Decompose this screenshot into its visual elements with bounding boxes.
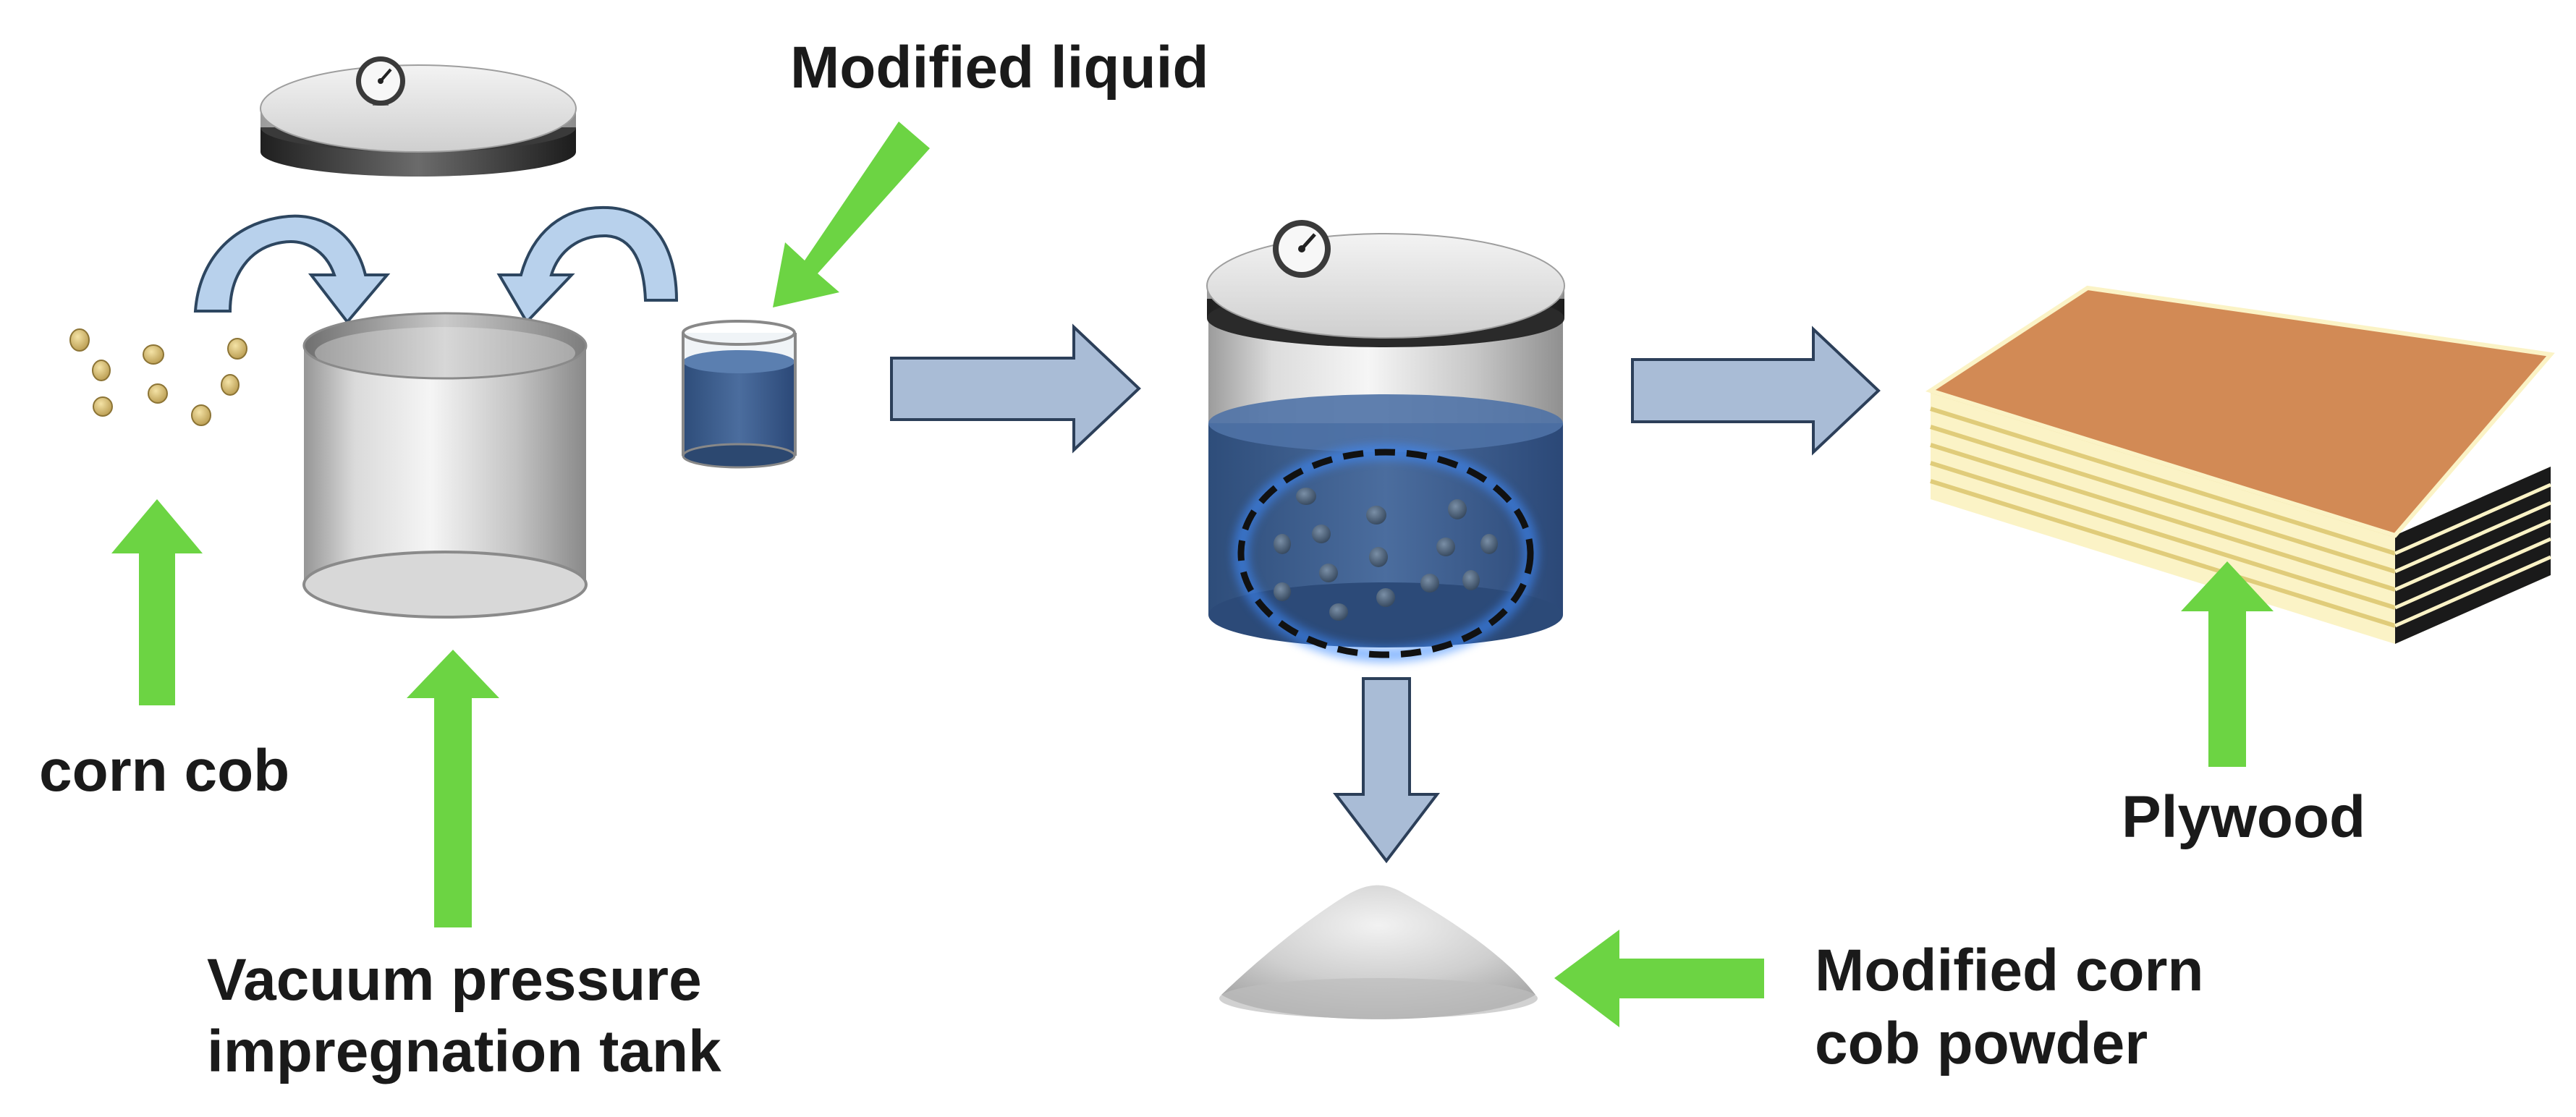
label-tank-line2: impregnation tank [207, 1019, 721, 1084]
green-arrow-tank [407, 650, 499, 927]
open-lid [260, 56, 577, 177]
open-tank [302, 312, 588, 619]
flow-arrow-1 [890, 323, 1141, 454]
beaker-icon [682, 320, 797, 469]
powder-pile-icon [1219, 885, 1538, 1019]
label-plywood: Plywood [2122, 784, 2366, 850]
curved-arrow-left [193, 214, 391, 325]
green-arrow-powder [1554, 930, 1764, 1027]
flow-arrow-2 [1631, 326, 1881, 456]
green-arrow-corn-cob [111, 499, 203, 705]
green-arrow-modified-liquid [773, 122, 930, 307]
corn-cob-icon [69, 328, 247, 426]
immersed-corn-cob [1274, 488, 1498, 621]
pressure-gauge-icon [356, 56, 405, 106]
flow-arrow-down [1332, 677, 1441, 864]
label-powder-line2: cob powder [1815, 1011, 2148, 1076]
label-modified-liquid: Modified liquid [790, 35, 1209, 101]
sealed-tank [1206, 220, 1565, 663]
pressure-gauge-icon [1273, 220, 1331, 278]
curved-arrow-right [496, 205, 679, 325]
label-corn-cob: corn cob [39, 738, 290, 804]
label-powder-line1: Modified corn [1815, 938, 2204, 1003]
label-tank-line1: Vacuum pressure [207, 947, 702, 1013]
plywood-icon [1925, 285, 2555, 644]
green-arrow-plywood [2181, 561, 2274, 767]
